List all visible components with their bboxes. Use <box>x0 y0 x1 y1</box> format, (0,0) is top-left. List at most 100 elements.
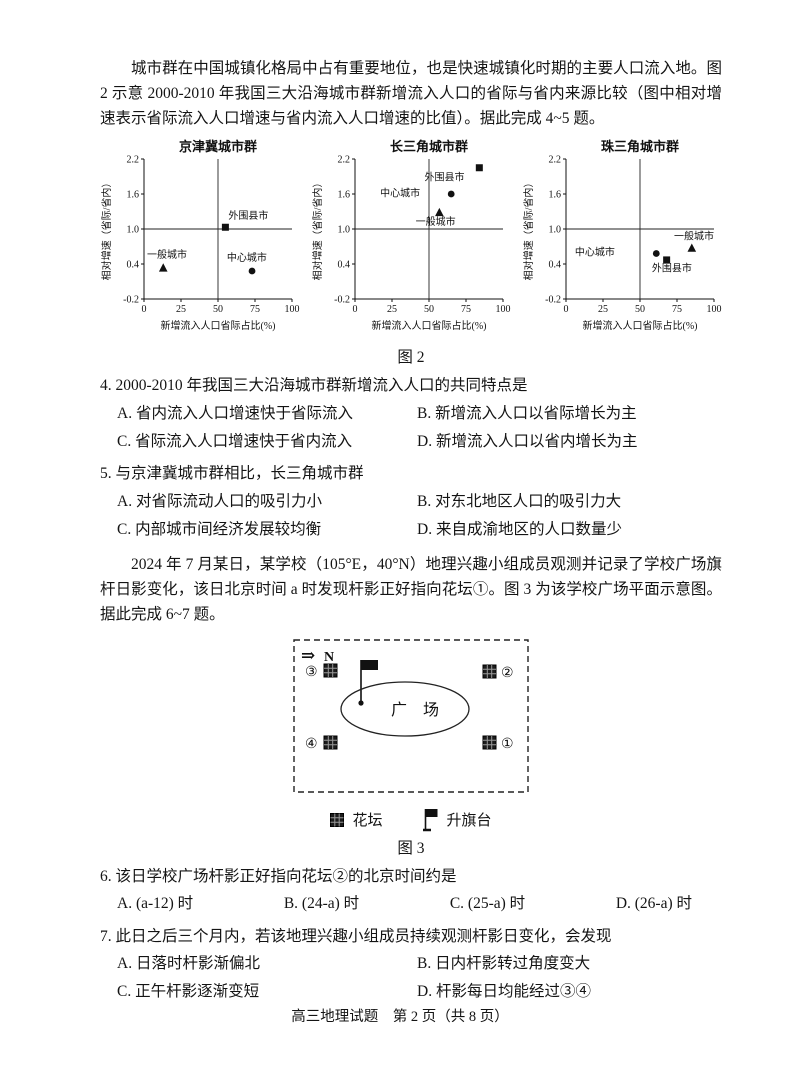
legend-bed-label: 花坛 <box>352 813 383 830</box>
flowerbed-3-label: ③ <box>305 665 318 680</box>
svg-text:新增流入人口省际占比(%): 新增流入人口省际占比(%) <box>161 319 276 332</box>
flowerbed-icon <box>482 664 497 679</box>
svg-text:1.6: 1.6 <box>127 190 140 201</box>
svg-text:外围县市: 外围县市 <box>425 171 465 184</box>
svg-text:75: 75 <box>461 304 471 315</box>
svg-text:外围县市: 外围县市 <box>652 262 692 275</box>
svg-text:0.4: 0.4 <box>127 260 140 271</box>
option-a: A. 省内流入人口增速快于省际流入 <box>117 404 353 422</box>
svg-text:100: 100 <box>496 304 511 315</box>
svg-text:50: 50 <box>213 304 223 315</box>
svg-text:相对增速（省际/省内）: 相对增速（省际/省内） <box>100 178 113 281</box>
flowerbed-4-label: ④ <box>305 737 318 752</box>
svg-text:长三角城市群: 长三角城市群 <box>390 139 468 154</box>
svg-text:25: 25 <box>598 304 608 315</box>
question-6: 6. 该日学校广场杆影正好指向花坛②的北京时间约是 A. (a-12) 时 B.… <box>100 864 722 918</box>
svg-text:中心城市: 中心城市 <box>575 246 615 259</box>
flowerbed-2-label: ② <box>501 666 514 681</box>
option-b: B. (24-a) 时 <box>283 895 360 913</box>
figure3-legend: 花坛 升旗台 <box>100 808 722 832</box>
flowerbed-icon <box>330 812 345 827</box>
svg-text:75: 75 <box>250 304 260 315</box>
option-b: B. 新增流入人口以省际增长为主 <box>417 404 637 422</box>
option-a: A. 对省际流动人口的吸引力小 <box>117 492 322 510</box>
question-7-options: A. 日落时杆影渐偏北 B. 日内杆影转过角度变大 C. 正午杆影逐渐变短 D.… <box>100 950 722 1006</box>
figure3-caption: 图 3 <box>397 839 425 857</box>
svg-text:外围县市: 外围县市 <box>228 209 268 222</box>
north-label: N <box>324 650 334 665</box>
option-d: D. 新增流入人口以省内增长为主 <box>417 432 638 450</box>
svg-text:50: 50 <box>424 304 434 315</box>
question-7: 7. 此日之后三个月内，若该地理兴趣小组成员持续观测杆影日变化，会发现 A. 日… <box>100 924 722 1006</box>
svg-text:2.2: 2.2 <box>127 155 140 166</box>
svg-text:-0.2: -0.2 <box>334 295 350 306</box>
option-d: D. 来自成渝地区的人口数量少 <box>417 520 622 538</box>
figure3-plaza-diagram: ⇒ N ③ ② 广 场 ④ <box>293 639 529 793</box>
svg-text:一般城市: 一般城市 <box>674 230 714 243</box>
svg-text:1.6: 1.6 <box>338 190 351 201</box>
svg-text:一般城市: 一般城市 <box>416 215 456 228</box>
plaza-ellipse <box>340 681 470 737</box>
north-arrow-icon: ⇒ <box>301 646 315 665</box>
question-7-stem: 7. 此日之后三个月内，若该地理兴趣小组成员持续观测杆影日变化，会发现 <box>100 928 612 946</box>
svg-text:-0.2: -0.2 <box>123 295 139 306</box>
option-c: C. (25-a) 时 <box>449 895 526 913</box>
svg-text:0: 0 <box>564 304 569 315</box>
svg-text:中心城市: 中心城市 <box>227 251 267 264</box>
svg-text:1.0: 1.0 <box>549 225 562 236</box>
svg-text:25: 25 <box>387 304 397 315</box>
svg-text:新增流入人口省际占比(%): 新增流入人口省际占比(%) <box>372 319 487 332</box>
svg-text:-0.2: -0.2 <box>545 295 561 306</box>
svg-text:新增流入人口省际占比(%): 新增流入人口省际占比(%) <box>583 319 698 332</box>
flowerbed-icon <box>323 735 338 750</box>
svg-text:2.2: 2.2 <box>338 155 351 166</box>
plaza-boundary <box>293 639 529 793</box>
option-c: C. 正午杆影逐渐变短 <box>117 983 260 1001</box>
svg-text:75: 75 <box>672 304 682 315</box>
option-b: B. 对东北地区人口的吸引力大 <box>417 492 622 510</box>
option-c: C. 内部城市间经济发展较均衡 <box>117 520 322 538</box>
option-a: A. 日落时杆影渐偏北 <box>117 955 260 973</box>
option-d: D. 杆影每日均能经过③④ <box>417 983 591 1001</box>
flagpole-icon <box>358 659 378 706</box>
svg-text:0.4: 0.4 <box>338 260 351 271</box>
svg-text:1.6: 1.6 <box>549 190 562 201</box>
svg-text:1.0: 1.0 <box>338 225 351 236</box>
flag-icon <box>422 808 437 832</box>
svg-text:京津冀城市群: 京津冀城市群 <box>179 139 257 154</box>
figure2-charts: 京津冀城市群 -0.2 0.4 1.0 1.6 2.2 0 25 50 75 100 新增流入人口省际… <box>100 139 722 341</box>
svg-text:50: 50 <box>635 304 645 315</box>
question-5-stem: 5. 与京津冀城市群相比，长三角城市群 <box>100 465 364 483</box>
question-4-stem: 4. 2000-2010 年我国三大沿海城市群新增流入人口的共同特点是 <box>100 377 528 395</box>
question-5-options: A. 对省际流动人口的吸引力小 B. 对东北地区人口的吸引力大 C. 内部城市间… <box>100 488 722 544</box>
option-a: A. (a-12) 时 <box>117 895 194 913</box>
page-footer: 高三地理试题 第 2 页（共 8 页） <box>291 1009 509 1025</box>
svg-text:一般城市: 一般城市 <box>147 248 187 261</box>
svg-text:中心城市: 中心城市 <box>380 187 420 200</box>
intro-paragraph-1: 城市群在中国城镇化格局中占有重要地位，也是快速城镇化时期的主要人口流入地。图 2… <box>100 60 722 128</box>
svg-text:珠三角城市群: 珠三角城市群 <box>601 139 679 154</box>
svg-text:2.2: 2.2 <box>549 155 562 166</box>
flowerbed-icon <box>323 663 338 678</box>
legend-bed-item: 花坛 <box>330 809 383 830</box>
option-b: B. 日内杆影转过角度变大 <box>417 955 591 973</box>
svg-text:0.4: 0.4 <box>549 260 562 271</box>
flowerbed-1-label: ① <box>501 737 514 752</box>
plaza-label: 广 场 <box>391 701 439 719</box>
svg-text:0: 0 <box>142 304 147 315</box>
svg-text:100: 100 <box>707 304 722 315</box>
svg-text:相对增速（省际/省内）: 相对增速（省际/省内） <box>522 178 535 281</box>
question-5: 5. 与京津冀城市群相比，长三角城市群 A. 对省际流动人口的吸引力小 B. 对… <box>100 461 722 543</box>
figure2-caption: 图 2 <box>397 349 425 367</box>
chart-zhusanjiao: 珠三角城市群 -0.2 0.4 1.0 1.6 2.2 0 25 50 75 100 新增流入人口省际… <box>522 139 722 341</box>
question-6-options: A. (a-12) 时 B. (24-a) 时 C. (25-a) 时 D. (… <box>100 890 722 918</box>
svg-text:1.0: 1.0 <box>127 225 140 236</box>
flowerbed-icon <box>482 735 497 750</box>
svg-text:25: 25 <box>176 304 186 315</box>
option-c: C. 省际流入人口增速快于省内流入 <box>117 432 353 450</box>
legend-flag-item: 升旗台 <box>422 808 492 832</box>
question-4: 4. 2000-2010 年我国三大沿海城市群新增流入人口的共同特点是 A. 省… <box>100 373 722 455</box>
